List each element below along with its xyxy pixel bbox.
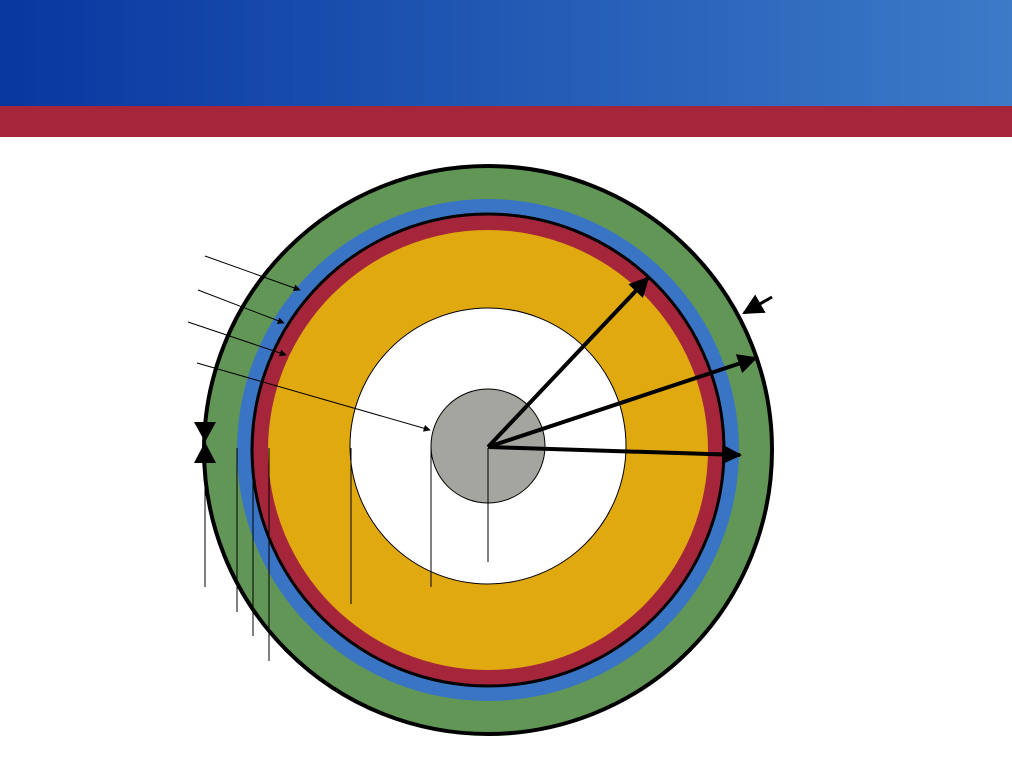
accent-band [0,106,1012,137]
radius-arrow-red [487,444,742,465]
thickness-marker-bottom [194,442,216,463]
leader-arrow-blue-layer [197,289,285,325]
outer-edge-arrow [742,294,773,315]
radius-arrow-cladding [486,276,650,449]
header-band [0,0,1012,106]
radius-arrow-blue [487,354,758,449]
leader-arrow-outer-jacket [204,255,301,292]
leader-arrow-red-layer [187,321,287,357]
thickness-marker-top [194,422,216,442]
leader-arrow-core [196,362,431,432]
